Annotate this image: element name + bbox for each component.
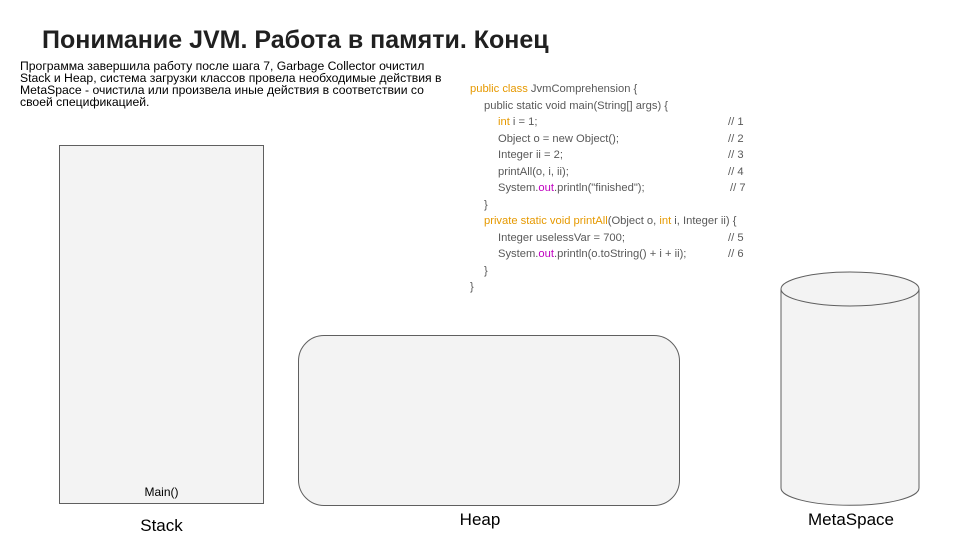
code-text: i = 1;: [509, 116, 538, 128]
stack-frame-main: Main(): [144, 485, 179, 499]
code-out-keyword: out: [538, 182, 554, 194]
code-line-10: Integer uselessVar = 700; // 5: [470, 230, 744, 247]
code-line-3: int i = 1; // 1: [470, 114, 744, 131]
code-comment: // 4: [728, 165, 744, 178]
code-keyword: int: [498, 116, 510, 128]
stack-label: Stack: [140, 516, 183, 535]
code-line-12: }: [470, 263, 736, 280]
code-text: Object o = new Object();: [498, 132, 619, 145]
code-text: (Object o,: [607, 215, 660, 227]
page-title: Понимание JVM. Работа в памяти. Конец: [42, 26, 549, 54]
code-text: i, Integer ii) {: [671, 215, 737, 227]
metaspace-label: MetaSpace: [808, 510, 894, 529]
code-line-6: printAll(o, i, ii); // 4: [470, 164, 744, 181]
code-line-5: Integer ii = 2; // 3: [470, 147, 744, 164]
code-keyword: public class: [470, 83, 528, 95]
code-line-8: }: [470, 197, 736, 214]
code-line-11: System.out.println(o.toString() + i + ii…: [470, 246, 744, 263]
code-line-7: System.out.println("finished"); // 7: [470, 180, 746, 197]
code-text: .println("finished");: [553, 182, 645, 194]
code-keyword: int: [659, 215, 672, 227]
heap-box: [298, 335, 680, 506]
code-text: Integer ii = 2;: [498, 149, 563, 161]
code-text: System.: [498, 248, 539, 260]
code-comment: // 5: [728, 231, 744, 244]
code-text: }: [484, 198, 488, 211]
code-text: System.: [498, 182, 539, 194]
code-listing: public class JvmComprehension { public s…: [470, 81, 746, 296]
code-comment: // 3: [728, 149, 744, 161]
code-keyword: private static void printAll: [484, 215, 608, 227]
code-text: JvmComprehension {: [527, 83, 638, 95]
heap-label: Heap: [459, 510, 501, 529]
code-comment: // 2: [728, 132, 744, 145]
code-line-13: }: [470, 279, 736, 296]
code-line-4: Object o = new Object(); // 2: [470, 131, 744, 148]
code-comment: // 6: [728, 248, 744, 260]
code-comment: // 1: [728, 116, 744, 128]
description-text: Программа завершила работу после шага 7,…: [20, 59, 442, 109]
code-text: }: [470, 281, 474, 293]
code-text: printAll(o, i, ii);: [498, 165, 569, 178]
code-line-9: private static void printAll(Object o, i…: [470, 213, 736, 230]
code-text: .println(o.toString() + i + ii);: [553, 248, 687, 260]
code-line-2: public static void main(String[] args) {: [470, 98, 736, 115]
code-out-keyword: out: [538, 248, 554, 260]
code-line-1: public class JvmComprehension {: [470, 81, 736, 98]
code-text: public static void main(String[] args) {: [484, 99, 669, 112]
code-text: }: [484, 264, 488, 277]
code-comment: // 7: [730, 182, 746, 194]
stack-box: Main(): [59, 145, 264, 504]
code-text: Integer uselessVar = 700;: [498, 231, 625, 244]
metaspace-cylinder: [780, 271, 920, 506]
